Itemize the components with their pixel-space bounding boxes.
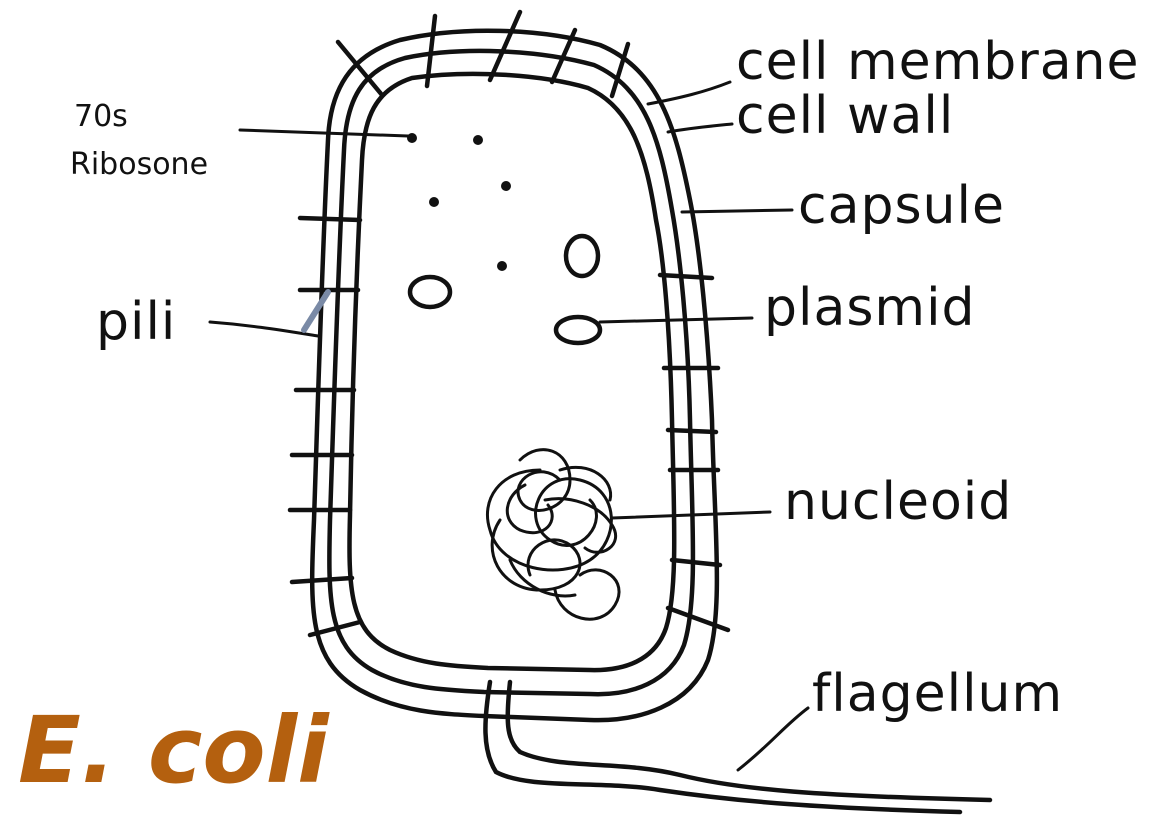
pilus [672,560,720,565]
label-pili: pili [96,296,176,348]
diagram-title: E. coli [18,705,329,797]
pilus [490,12,520,80]
label-70s: 70s [74,102,128,132]
pilus [668,430,716,432]
ribosome-dots [407,133,511,271]
flagellum-pointer [738,708,808,770]
ribosome-dot [407,133,417,143]
nucleoid-tangle [487,450,619,620]
label-cell-wall: cell wall [736,90,954,142]
plasmid-ring [410,277,450,307]
ribosome-dot [429,197,439,207]
cell-membrane-pointer [648,82,730,104]
ribosome-dot [497,261,507,271]
label-cell-membrane: cell membrane [736,36,1140,88]
ribosome-pointer [240,130,408,136]
pen-mark [304,292,328,330]
label-capsule: capsule [798,180,1005,232]
label-ribosome: Ribosone [70,150,208,180]
plasmid-pointer [600,318,752,322]
ribosome-dot [501,181,511,191]
plasmid-ring [566,236,598,276]
pilus [660,275,712,278]
capsule-pointer [682,210,792,212]
cell-wall-pointer [668,124,732,132]
label-plasmid: plasmid [764,282,976,334]
pilus [668,608,728,630]
ribosome-dot [473,135,483,145]
plasmids [410,236,600,343]
pilus [292,578,352,582]
plasmid-ring [556,317,600,343]
pilus [300,218,360,220]
label-flagellum: flagellum [812,668,1063,720]
label-nucleoid: nucleoid [784,476,1012,528]
